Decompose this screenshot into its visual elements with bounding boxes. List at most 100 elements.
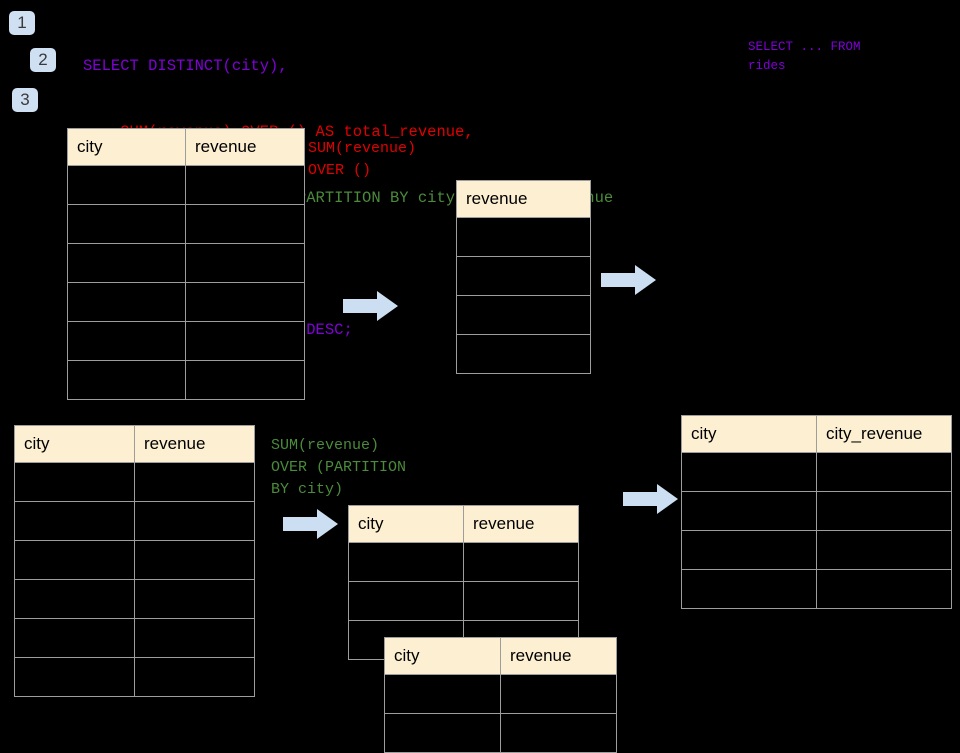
table-row bbox=[348, 581, 579, 621]
column-header-city: city bbox=[67, 128, 186, 166]
table-header-row: city revenue bbox=[348, 505, 579, 543]
diagram-canvas: 1 2 3 SELECT DISTINCT(city), SUM(revenue… bbox=[9, 11, 952, 753]
cell-city bbox=[384, 674, 501, 714]
cell-city bbox=[681, 452, 817, 492]
column-header-city: city bbox=[348, 505, 464, 543]
arrow-source-to-partition-icon bbox=[283, 508, 339, 540]
table-row bbox=[67, 360, 305, 400]
table-row bbox=[14, 462, 255, 502]
table-row bbox=[14, 579, 255, 619]
table-row bbox=[456, 256, 591, 296]
cell-city bbox=[681, 569, 817, 609]
step-badge-1: 1 bbox=[9, 11, 35, 35]
column-header-revenue: revenue bbox=[500, 637, 617, 675]
arrow-partition-to-result-icon bbox=[623, 483, 679, 515]
table-result: city city_revenue bbox=[681, 415, 952, 609]
cell-revenue bbox=[456, 295, 591, 335]
cell-city bbox=[14, 579, 135, 619]
column-header-revenue: revenue bbox=[185, 128, 305, 166]
cell-city bbox=[67, 165, 186, 205]
cell-revenue bbox=[185, 321, 305, 361]
table-row bbox=[456, 295, 591, 335]
table-partition-back: city revenue bbox=[348, 505, 579, 660]
cell-city bbox=[14, 540, 135, 580]
sql-line-select: SELECT DISTINCT(city), bbox=[83, 57, 288, 75]
cell-revenue bbox=[185, 243, 305, 283]
cell-revenue bbox=[134, 462, 255, 502]
cell-city bbox=[67, 321, 186, 361]
table-header-row: revenue bbox=[456, 180, 591, 218]
table-row bbox=[384, 674, 617, 714]
table-header-row: city revenue bbox=[14, 425, 255, 463]
table-source-top: city revenue bbox=[67, 128, 305, 400]
cell-city-revenue bbox=[816, 569, 952, 609]
table-row bbox=[681, 491, 952, 531]
cell-city bbox=[14, 501, 135, 541]
table-row bbox=[14, 501, 255, 541]
column-header-revenue: revenue bbox=[456, 180, 591, 218]
cell-city-revenue bbox=[816, 452, 952, 492]
table-row bbox=[384, 713, 617, 753]
table-row bbox=[67, 321, 305, 361]
table-row bbox=[14, 540, 255, 580]
column-header-city: city bbox=[14, 425, 135, 463]
cell-revenue bbox=[134, 540, 255, 580]
table-row bbox=[67, 282, 305, 322]
cell-city-revenue bbox=[816, 530, 952, 570]
column-header-city: city bbox=[384, 637, 501, 675]
cell-revenue bbox=[456, 334, 591, 374]
table-row bbox=[681, 569, 952, 609]
table-row bbox=[14, 657, 255, 697]
table-row bbox=[681, 530, 952, 570]
cell-city bbox=[681, 491, 817, 531]
table-row bbox=[67, 165, 305, 205]
table-row bbox=[14, 618, 255, 658]
cell-city-revenue bbox=[816, 491, 952, 531]
step-badge-3: 3 bbox=[12, 88, 38, 112]
table-header-row: city revenue bbox=[67, 128, 305, 166]
cell-revenue bbox=[185, 282, 305, 322]
column-header-revenue: revenue bbox=[134, 425, 255, 463]
table-row bbox=[456, 217, 591, 257]
arrow-source-to-total-icon bbox=[343, 290, 399, 322]
cell-city bbox=[14, 462, 135, 502]
table-header-row: city city_revenue bbox=[681, 415, 952, 453]
table-row bbox=[67, 243, 305, 283]
table-header-row: city revenue bbox=[384, 637, 617, 675]
cell-revenue bbox=[185, 204, 305, 244]
cell-revenue bbox=[185, 360, 305, 400]
cell-city bbox=[348, 581, 464, 621]
cell-city bbox=[67, 204, 186, 244]
table-row bbox=[348, 542, 579, 582]
cell-revenue bbox=[456, 256, 591, 296]
cell-revenue bbox=[185, 165, 305, 205]
table-partition-front: city revenue bbox=[384, 637, 617, 753]
cell-city bbox=[681, 530, 817, 570]
cell-city bbox=[14, 657, 135, 697]
cell-city bbox=[67, 360, 186, 400]
column-header-revenue: revenue bbox=[463, 505, 579, 543]
cell-revenue bbox=[500, 713, 617, 753]
cell-revenue bbox=[500, 674, 617, 714]
table-row bbox=[456, 334, 591, 374]
table-source-bottom: city revenue bbox=[14, 425, 255, 697]
cell-city bbox=[67, 282, 186, 322]
side-note-select-from: SELECT ... FROM rides bbox=[748, 40, 861, 73]
cell-revenue bbox=[134, 657, 255, 697]
arrow-total-to-result-icon bbox=[601, 264, 657, 296]
cell-city bbox=[384, 713, 501, 753]
cell-city bbox=[67, 243, 186, 283]
cell-revenue bbox=[456, 217, 591, 257]
table-row bbox=[681, 452, 952, 492]
column-header-city-revenue: city_revenue bbox=[816, 415, 952, 453]
cell-revenue bbox=[463, 581, 579, 621]
annotation-sum-over-empty: SUM(revenue) OVER () bbox=[308, 140, 417, 179]
cell-revenue bbox=[463, 542, 579, 582]
table-row bbox=[67, 204, 305, 244]
cell-city bbox=[348, 542, 464, 582]
cell-revenue bbox=[134, 579, 255, 619]
table-total-revenue: revenue bbox=[456, 180, 591, 374]
step-badge-2: 2 bbox=[30, 48, 56, 72]
cell-revenue bbox=[134, 501, 255, 541]
cell-city bbox=[14, 618, 135, 658]
